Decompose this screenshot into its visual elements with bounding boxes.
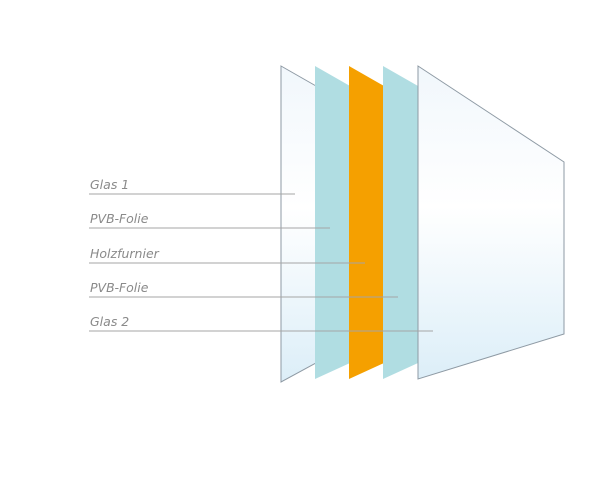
label-glas-1: Glas 1 bbox=[90, 177, 129, 192]
label-glas-2: Glas 2 bbox=[90, 314, 129, 329]
pvb-foil-1 bbox=[315, 66, 350, 379]
label-holzfurnier: Holzfurnier bbox=[90, 246, 160, 261]
pvb-foil-2 bbox=[383, 66, 418, 379]
glass-pane-2 bbox=[417, 65, 565, 380]
wood-veneer bbox=[349, 66, 384, 379]
label-pvb-folie-2: PVB-Folie bbox=[90, 280, 149, 295]
label-pvb-folie-1: PVB-Folie bbox=[90, 211, 149, 226]
glass-pane-1 bbox=[280, 65, 317, 383]
